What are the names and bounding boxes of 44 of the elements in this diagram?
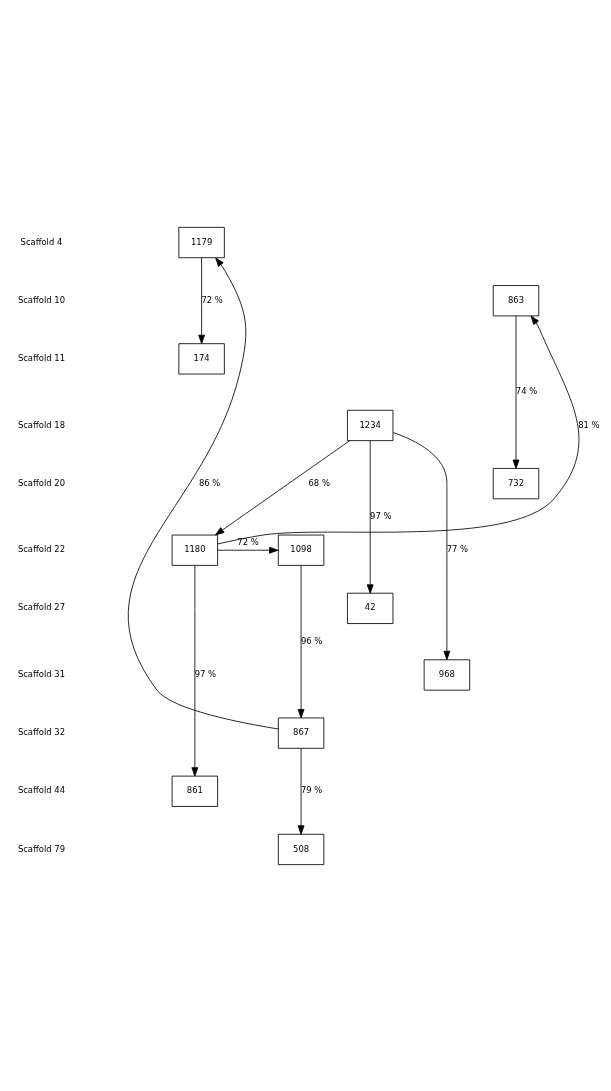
label: Scaffold 44	[17, 784, 65, 795]
node-box: 863	[492, 284, 540, 316]
edge-label: 77 %	[446, 543, 469, 554]
edge-label: 81 %	[578, 419, 600, 430]
node-box: 174	[178, 342, 225, 374]
arrow	[512, 315, 520, 469]
edge-label: 74 %	[515, 385, 538, 396]
edge-label: 72 %	[201, 294, 223, 305]
label: Scaffold 32	[17, 726, 65, 737]
node-box: 968	[423, 658, 471, 691]
label: Scaffold 79	[17, 843, 65, 854]
arrow	[392, 431, 451, 660]
label: Scaffold 18	[17, 419, 65, 430]
label: Scaffold 27	[17, 601, 65, 612]
edge-label: 79 %	[300, 784, 323, 795]
label: Scaffold 4	[20, 236, 63, 247]
label: Scaffold 11	[17, 352, 65, 363]
node-box: 42	[347, 592, 394, 624]
arrow	[198, 256, 205, 344]
node-box: 867	[277, 717, 325, 749]
node-box: 1098	[277, 534, 325, 566]
edge-label: 72 %	[237, 536, 259, 547]
label: Scaffold 10	[17, 294, 65, 305]
label: Scaffold 20	[17, 477, 65, 488]
arrow	[215, 439, 351, 535]
arrow	[127, 257, 279, 729]
arrow	[191, 564, 199, 776]
node-box: 508	[277, 833, 325, 865]
label: Scaffold 22	[17, 543, 65, 554]
node-box: 732	[492, 467, 540, 499]
node-box: 861	[171, 775, 219, 807]
arrow	[297, 747, 305, 835]
edge-label: 97 %	[194, 668, 217, 679]
arrow	[366, 439, 374, 594]
edge-label: 96 %	[300, 635, 323, 646]
arrow	[297, 564, 305, 718]
edge-label: 86 %	[198, 477, 221, 488]
node-box: 1234	[347, 409, 394, 441]
edge-label: 68 %	[308, 477, 330, 488]
arrow	[217, 546, 279, 554]
label: Scaffold 31	[17, 668, 65, 679]
node-box: 1180	[171, 534, 219, 566]
node-box: 1179	[178, 226, 225, 258]
arrow	[217, 315, 580, 544]
